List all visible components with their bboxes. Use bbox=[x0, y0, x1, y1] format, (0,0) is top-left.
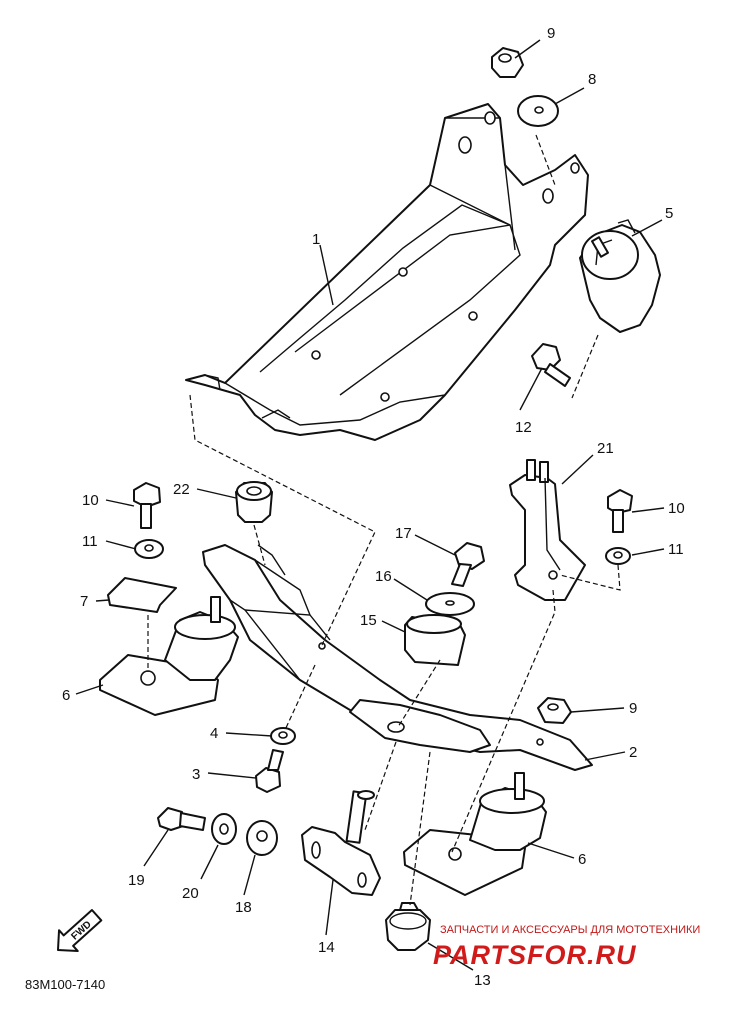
callout-12: 12 bbox=[515, 419, 532, 436]
callout-11: 11 bbox=[668, 541, 684, 558]
callout-3: 3 bbox=[192, 766, 200, 783]
watermark: ЗАПЧАСТИ И АКСЕССУАРЫ ДЛЯ МОТОТЕХНИКИ PA… bbox=[433, 924, 700, 970]
fwd-direction-arrow: FWD bbox=[57, 909, 103, 953]
part-21-bracket bbox=[509, 459, 586, 601]
part-15-rubber-block bbox=[404, 614, 466, 666]
part-9-nut-top bbox=[491, 47, 524, 78]
part-12-bolt bbox=[531, 343, 571, 387]
callout-10: 10 bbox=[668, 500, 685, 517]
part-4-washer bbox=[270, 727, 296, 745]
part-6-mount-left bbox=[99, 596, 239, 716]
part-13-nut bbox=[385, 902, 431, 951]
assembly-dashed-lines bbox=[147, 134, 621, 906]
leader-lines bbox=[75, 39, 665, 971]
callout-13: 13 bbox=[474, 972, 491, 989]
part-10-bolt-right bbox=[607, 489, 633, 533]
callout-17: 17 bbox=[395, 525, 412, 542]
callout-labels: 9 8 5 1 12 21 10 11 10 11 22 7 6 17 16 1… bbox=[62, 25, 685, 989]
part-8-washer bbox=[517, 95, 559, 127]
callout-21: 21 bbox=[597, 440, 614, 457]
part-19-bolt bbox=[157, 807, 206, 831]
watermark-caption: ЗАПЧАСТИ И АКСЕССУАРЫ ДЛЯ МОТОТЕХНИКИ bbox=[440, 924, 700, 936]
callout-6: 6 bbox=[62, 687, 70, 704]
part-2-crossmember bbox=[202, 544, 593, 771]
part-3-bolt bbox=[255, 749, 284, 793]
part-11-washer-left bbox=[134, 539, 164, 559]
callout-2: 2 bbox=[629, 744, 637, 761]
callout-9: 9 bbox=[547, 25, 555, 42]
part-10-bolt-left bbox=[133, 482, 161, 529]
callout-11: 11 bbox=[82, 533, 98, 550]
part-18-bush bbox=[246, 820, 278, 856]
callout-10: 10 bbox=[82, 492, 99, 509]
part-17-bolt bbox=[451, 542, 485, 587]
callout-18: 18 bbox=[235, 899, 252, 916]
callout-19: 19 bbox=[128, 872, 145, 889]
part-1-skid-plate bbox=[185, 103, 589, 441]
part-22-rubber-bush bbox=[235, 481, 273, 523]
callout-8: 8 bbox=[588, 71, 596, 88]
callout-22: 22 bbox=[173, 481, 190, 498]
part-5-rubber-mount bbox=[579, 219, 661, 333]
part-7-plate bbox=[107, 577, 177, 613]
callout-6: 6 bbox=[578, 851, 586, 868]
callout-16: 16 bbox=[375, 568, 392, 585]
callout-1: 1 bbox=[312, 231, 320, 248]
part-9-nut-lower bbox=[537, 697, 572, 724]
callout-5: 5 bbox=[665, 205, 673, 222]
callout-20: 20 bbox=[182, 885, 199, 902]
part-11-washer-right bbox=[605, 547, 631, 565]
callout-7: 7 bbox=[80, 593, 88, 610]
part-6-mount-right bbox=[403, 772, 547, 896]
watermark-brand: PARTSFOR.RU bbox=[433, 940, 637, 970]
part-14-pin-bracket bbox=[301, 790, 381, 896]
part-20-washer bbox=[211, 813, 237, 845]
callout-15: 15 bbox=[360, 612, 377, 629]
callout-9: 9 bbox=[629, 700, 637, 717]
callout-14: 14 bbox=[318, 939, 335, 956]
part-16-washer bbox=[425, 592, 475, 616]
callout-4: 4 bbox=[210, 725, 218, 742]
diagram-part-code: 83M100-7140 bbox=[25, 977, 105, 992]
